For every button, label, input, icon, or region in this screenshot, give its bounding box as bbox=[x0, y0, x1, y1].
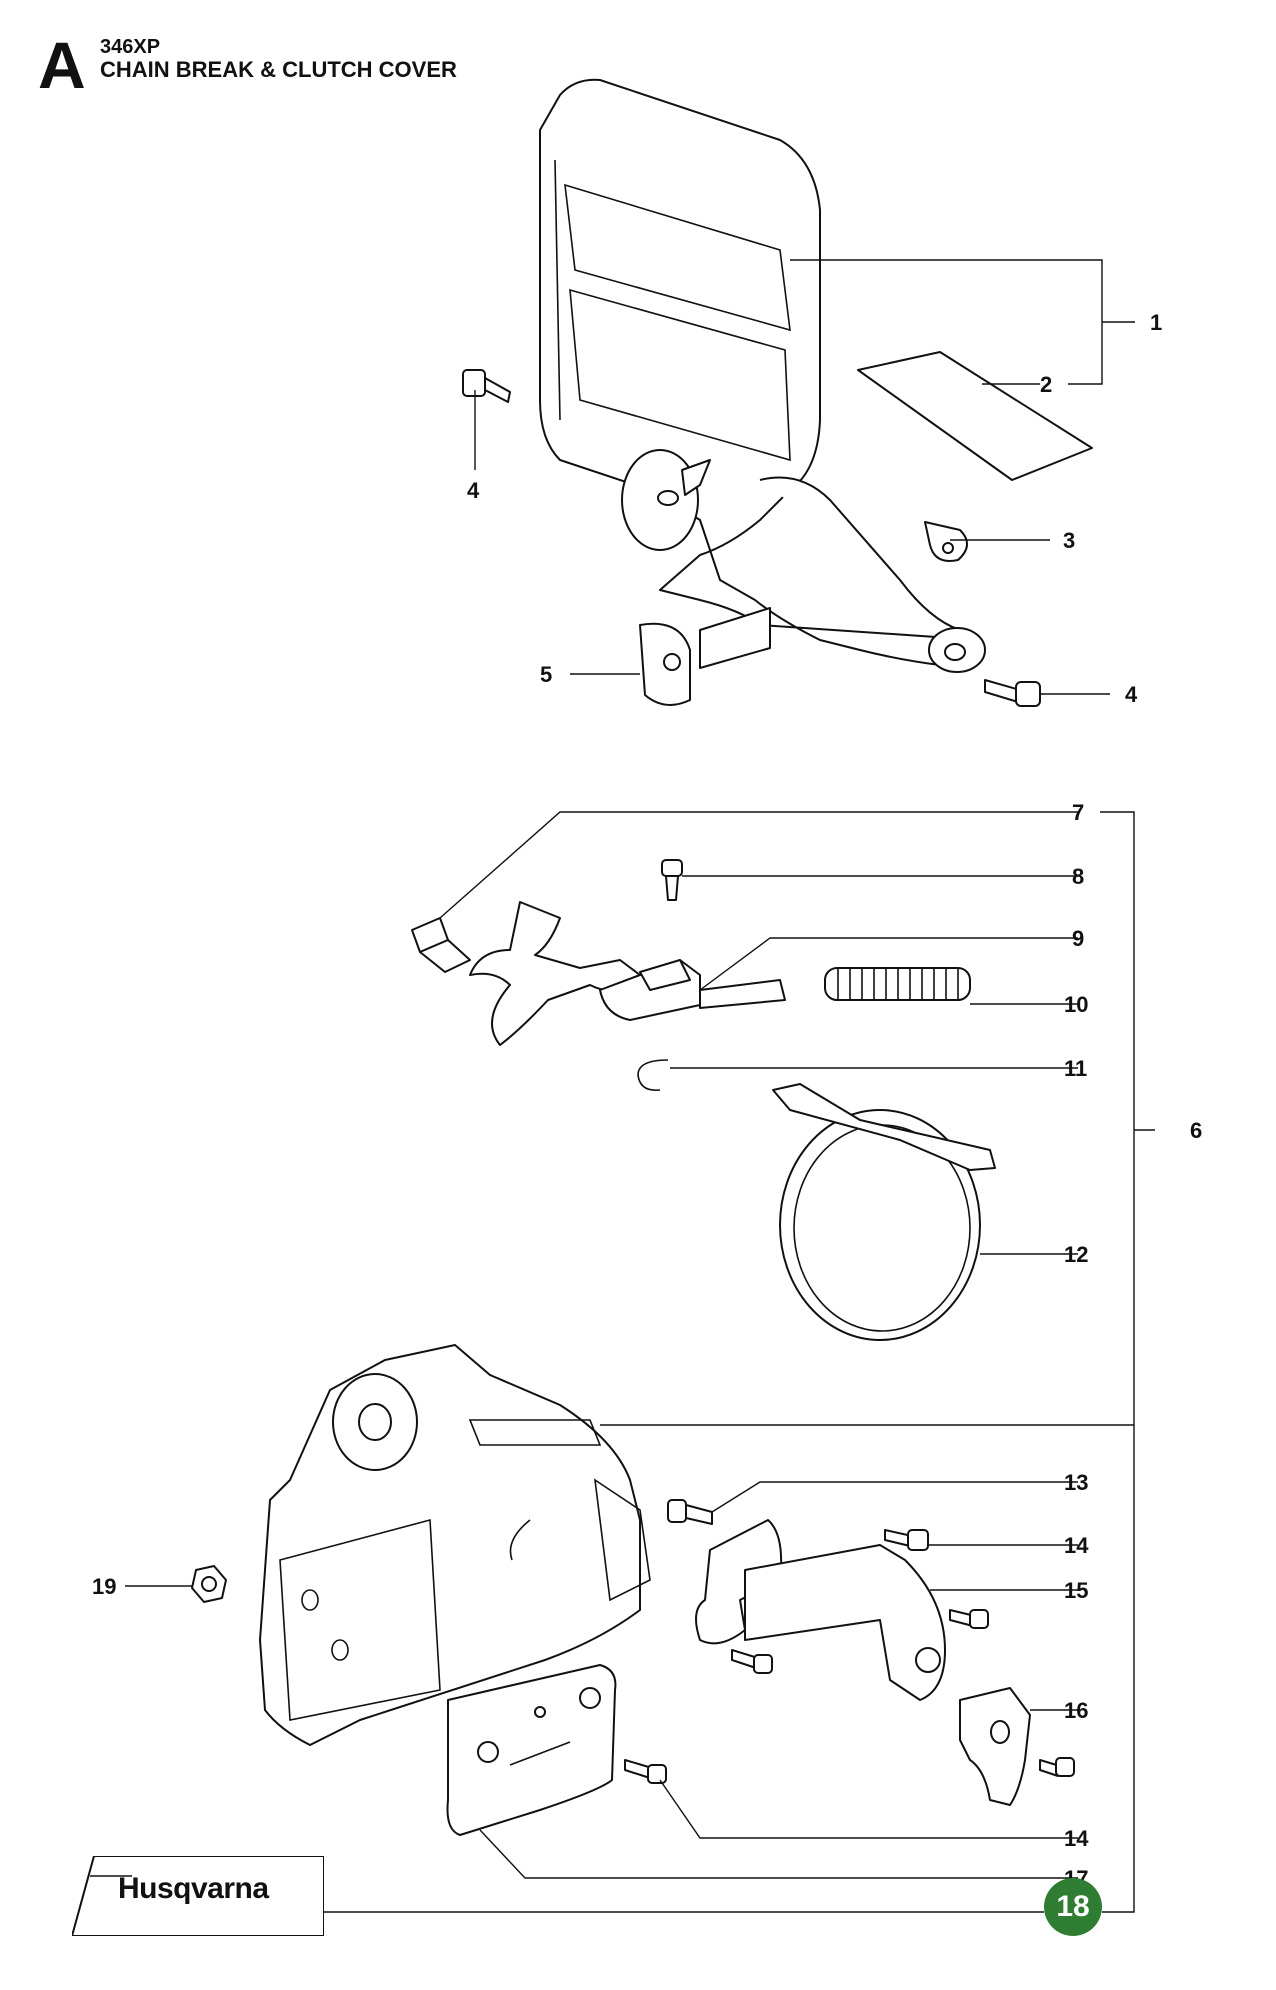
deflector-15-part bbox=[695, 1519, 946, 1701]
screw-15-side-part bbox=[731, 1609, 989, 1674]
screw-8-part bbox=[661, 859, 683, 901]
callout-12: 12 bbox=[1064, 1242, 1088, 1267]
pin-7-part bbox=[411, 917, 471, 973]
spring-10-part bbox=[824, 967, 971, 1001]
screw-14-lower-part bbox=[624, 1759, 667, 1784]
screw-14-upper-part bbox=[884, 1529, 929, 1551]
callout-8: 8 bbox=[1072, 864, 1084, 889]
callout-3: 3 bbox=[1063, 528, 1075, 553]
callout-5: 5 bbox=[540, 662, 552, 687]
callout-14-upper: 14 bbox=[1064, 1533, 1089, 1558]
callout-2: 2 bbox=[1040, 372, 1052, 397]
callout-13: 13 bbox=[1064, 1470, 1088, 1495]
callout-9: 9 bbox=[1072, 926, 1084, 951]
section-letter: A bbox=[38, 28, 86, 102]
callout-10: 10 bbox=[1064, 992, 1088, 1017]
bushing-5-part bbox=[639, 607, 771, 706]
decal-part bbox=[857, 351, 1093, 481]
lever-9-part bbox=[469, 901, 786, 1046]
leader-lines bbox=[125, 259, 1155, 1913]
bar-plate-17-part bbox=[446, 1664, 617, 1836]
callout-15: 15 bbox=[1064, 1578, 1088, 1603]
washer-3-part bbox=[924, 521, 968, 562]
pin-13-part bbox=[667, 1499, 713, 1525]
callout-11: 11 bbox=[1064, 1056, 1087, 1081]
block-16-part bbox=[959, 1687, 1075, 1806]
callout-14-lower: 14 bbox=[1064, 1826, 1089, 1851]
clutch-cover-part bbox=[259, 1344, 651, 1746]
callout-4-upper: 4 bbox=[467, 478, 480, 503]
callout-19: 19 bbox=[92, 1574, 116, 1599]
diagram-title: CHAIN BREAK & CLUTCH COVER bbox=[100, 57, 457, 82]
nut-19-part bbox=[191, 1565, 227, 1603]
brake-band-12-part bbox=[772, 1083, 996, 1341]
brand-name: Husqvarna bbox=[118, 1872, 269, 1905]
page-number-badge: 18 bbox=[1044, 1878, 1102, 1936]
callout-1: 1 bbox=[1150, 310, 1162, 335]
model-number: 346XP bbox=[100, 36, 161, 58]
clip-11-part bbox=[637, 1059, 669, 1092]
screw-4-upper-part bbox=[462, 369, 511, 403]
callout-16: 16 bbox=[1064, 1698, 1088, 1723]
screw-4-lower-part bbox=[984, 679, 1041, 707]
callout-6: 6 bbox=[1190, 1118, 1202, 1143]
callout-7: 7 bbox=[1072, 800, 1084, 825]
hand-guard-part bbox=[539, 78, 986, 673]
callout-4-lower: 4 bbox=[1125, 682, 1138, 707]
